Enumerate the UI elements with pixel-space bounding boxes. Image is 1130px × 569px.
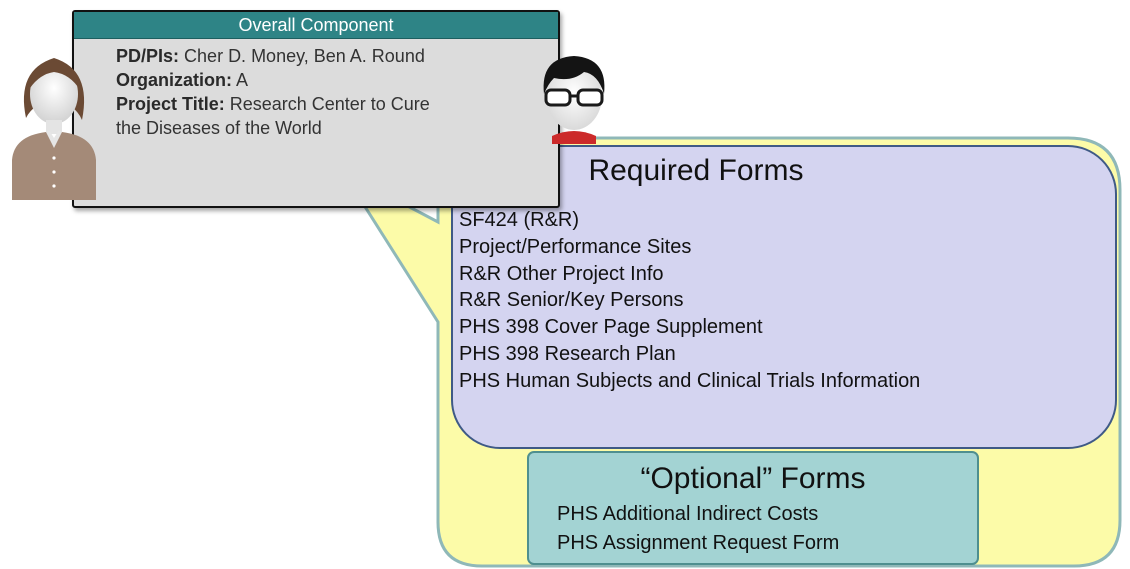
- list-item: R&R Other Project Info: [459, 262, 664, 285]
- required-forms-list: SF424 (R&R) Project/Performance Sites R&…: [459, 207, 1109, 395]
- list-item: Project/Performance Sites: [459, 235, 692, 258]
- list-item: PHS 398 Cover Page Supplement: [459, 316, 763, 339]
- project-title-line: Project Title: Research Center to Cure: [116, 92, 546, 116]
- optional-forms-title: “Optional” Forms: [640, 462, 866, 495]
- project-title-value-line1: Research Center to Cure: [229, 94, 430, 114]
- list-item: SF424 (R&R): [459, 209, 580, 231]
- required-forms-title: Required Forms: [588, 154, 804, 187]
- overall-component-card: Overall Component PD/PIs: Cher D. Money,…: [72, 10, 560, 208]
- organization-label: Organization:: [116, 70, 232, 90]
- list-item: R&R Senior/Key Persons: [459, 289, 684, 312]
- required-forms-panel: [451, 145, 1117, 449]
- organization-line: Organization: A: [116, 68, 546, 92]
- list-item: PHS Human Subjects and Clinical Trials I…: [459, 369, 921, 392]
- organization-value: A: [236, 70, 249, 90]
- pd-pis-line: PD/PIs: Cher D. Money, Ben A. Round: [116, 44, 546, 68]
- optional-forms-list: PHS Additional Indirect Costs PHS Assign…: [557, 500, 977, 558]
- woman-avatar-icon: [12, 58, 96, 200]
- pd-pis-label: PD/PIs:: [116, 46, 180, 66]
- project-title-continued: the Diseases of the World: [116, 116, 546, 140]
- card-body: PD/PIs: Cher D. Money, Ben A. Round Orga…: [116, 44, 546, 140]
- list-item: PHS Assignment Request Form: [557, 532, 840, 554]
- man-with-glasses-avatar-icon: [543, 56, 605, 144]
- list-item: PHS Additional Indirect Costs: [557, 503, 819, 525]
- pd-pis-value: Cher D. Money, Ben A. Round: [184, 46, 425, 66]
- project-title-value-line2: the Diseases of the World: [116, 118, 322, 138]
- optional-forms-panel: [527, 451, 979, 565]
- card-header: Overall Component: [74, 12, 558, 39]
- list-item: PHS 398 Research Plan: [459, 342, 676, 365]
- project-title-label: Project Title:: [116, 94, 225, 114]
